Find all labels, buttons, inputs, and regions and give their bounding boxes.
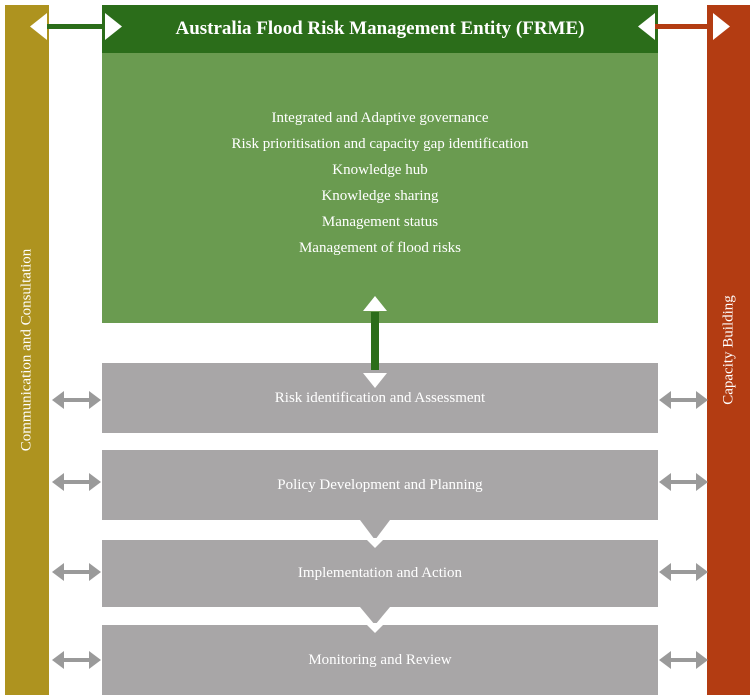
chevron-down-icon [365,538,385,548]
stage-policy-development: Policy Development and Planning [102,450,658,520]
frme-title: Australia Flood Risk Management Entity (… [102,5,658,53]
function-item: Risk prioritisation and capacity gap ide… [231,136,529,152]
function-item: Knowledge sharing [321,188,439,204]
grey-double-arrow-icon [52,391,101,409]
frme-functions-box: Integrated and Adaptive governance Risk … [102,53,658,323]
grey-double-arrow-icon [659,391,708,409]
stage-implementation: Implementation and Action [102,540,658,607]
stage-label: Implementation and Action [297,565,463,581]
grey-double-arrow-icon [659,473,708,491]
stage-label: Risk identification and Assessment [274,389,486,406]
vertical-double-arrow-icon [363,296,387,388]
grey-double-arrow-icon [659,651,708,669]
capacity-building-bar: Capacity Building [707,5,750,695]
chevron-down-icon [360,607,390,625]
communication-consultation-bar: Communication and Consultation [5,5,49,695]
frme-functions-list: Integrated and Adaptive governance Risk … [102,105,658,261]
function-item: Management of flood risks [298,240,462,256]
top-left-double-arrow-icon [30,13,122,40]
chevron-down-icon [365,623,385,633]
chevron-down-icon [360,520,390,540]
stage-monitoring: Monitoring and Review [102,625,658,695]
grey-double-arrow-icon [52,651,101,669]
function-item: Knowledge hub [332,162,428,178]
grey-double-arrow-icon [52,473,101,491]
top-right-double-arrow-icon [638,13,730,40]
stage-label: Monitoring and Review [308,651,452,668]
stage-label: Policy Development and Planning [277,476,483,493]
grey-double-arrow-icon [659,563,708,581]
grey-double-arrow-icon [52,563,101,581]
function-item: Management status [321,214,439,230]
function-item: Integrated and Adaptive governance [271,110,489,126]
